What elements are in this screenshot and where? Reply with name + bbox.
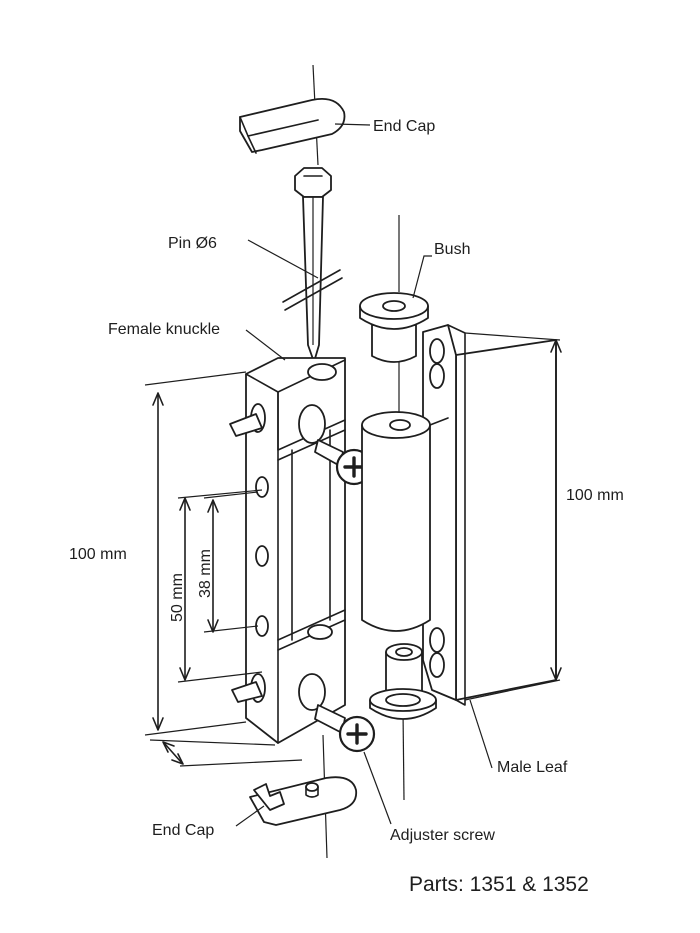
- leader-lines: [235, 123, 493, 827]
- end-cap-bottom-part: [249, 776, 358, 826]
- label-bush: Bush: [434, 241, 470, 258]
- label-pin: Pin Ø6: [168, 235, 217, 252]
- label-end-cap-bottom: End Cap: [152, 822, 214, 839]
- label-end-cap-top: End Cap: [373, 118, 435, 135]
- label-female-knuckle: Female knuckle: [108, 321, 220, 338]
- label-dim-50: 50 mm: [169, 573, 186, 622]
- label-dim-right: 100 mm: [566, 487, 624, 504]
- label-dim-38: 38 mm: [197, 549, 214, 598]
- male-leaf-part: [361, 324, 557, 706]
- bush-part: [359, 292, 429, 363]
- dimension-lines: [144, 332, 562, 767]
- female-knuckle-part: [229, 357, 346, 744]
- parts-footer: Parts: 1351 & 1352: [409, 873, 589, 896]
- label-male-leaf: Male Leaf: [497, 759, 568, 776]
- label-adjuster-screw: Adjuster screw: [390, 827, 495, 844]
- end-cap-top-part: [239, 97, 346, 154]
- label-dim-left: 100 mm: [69, 546, 127, 563]
- labels: End Cap Pin Ø6 Bush Female knuckle 100 m…: [69, 118, 624, 896]
- lower-bush-part: [369, 643, 437, 720]
- adjuster-screw-part: [314, 704, 376, 753]
- pin-part: [282, 167, 343, 363]
